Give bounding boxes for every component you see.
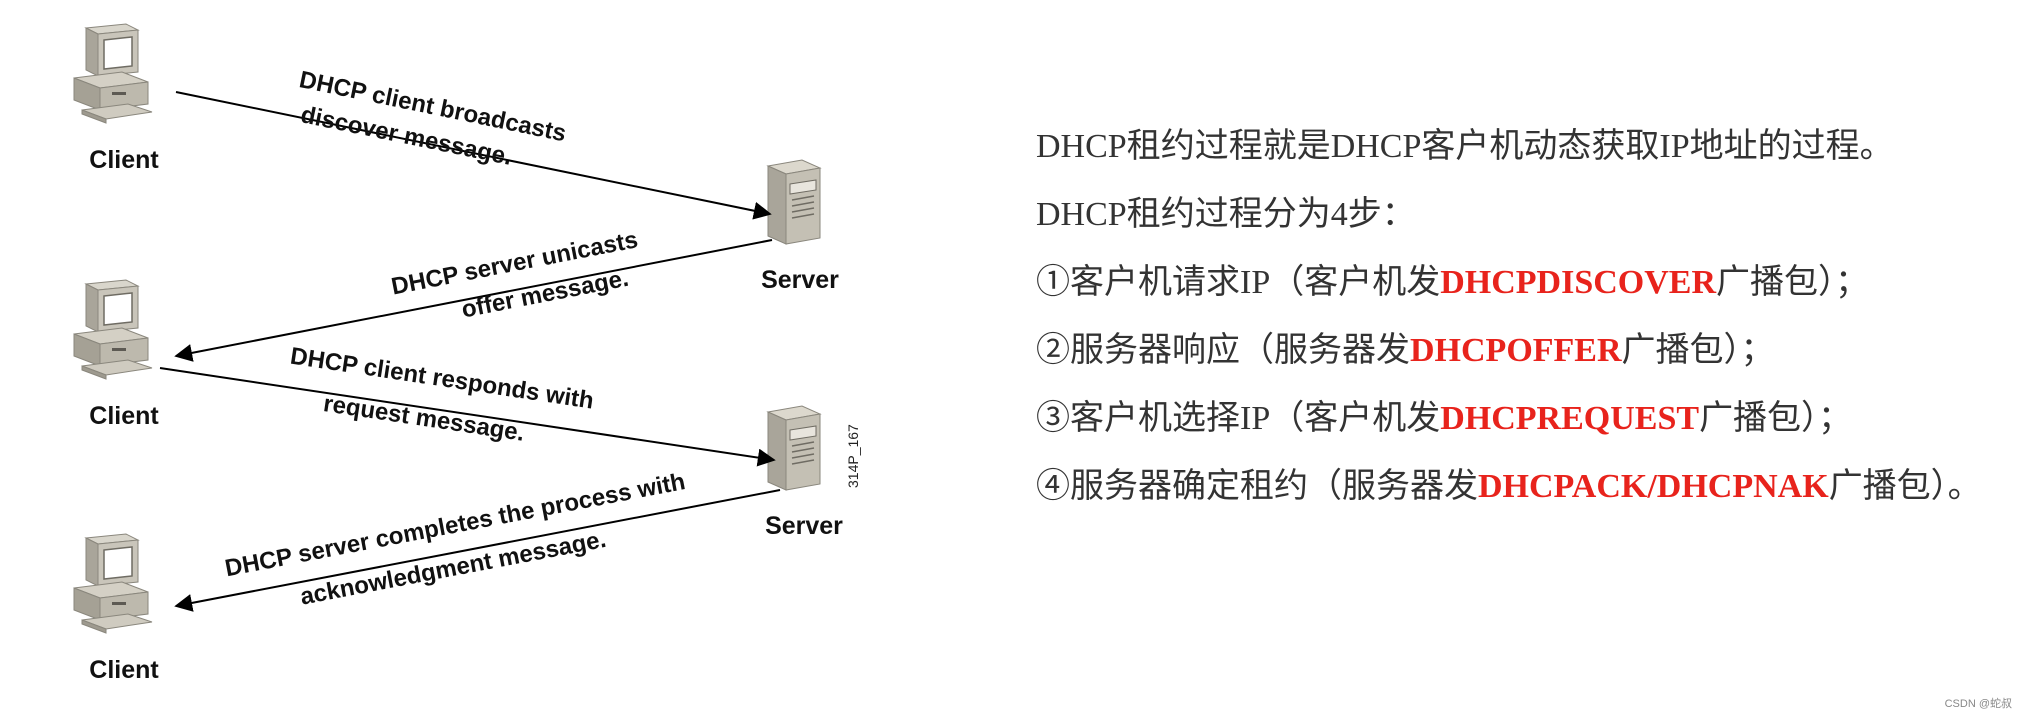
computer-icon [73, 279, 153, 380]
dhcp-lease-diagram: Client Server Client Server Client 314P_… [73, 23, 861, 684]
step-text-end: 广播包）； [1621, 332, 1775, 369]
server-label: Server [761, 266, 839, 294]
step-number: ① [1036, 264, 1070, 301]
step-keyword: DHCPACK/DHCPNAK [1478, 468, 1829, 505]
server-node-1: Server [761, 159, 839, 294]
watermark: CSDN @蛇叔 [1944, 698, 2012, 710]
step-text-end: 广播包）。 [1828, 468, 1982, 505]
step-4: ④服务器确定租约（服务器发DHCPACK/DHCPNAK广播包）。 [1036, 470, 2016, 504]
arrow-client-to-server [175, 91, 772, 220]
client-node-2: Client [73, 279, 159, 430]
figure-id-label: 314P_167 [845, 424, 861, 488]
arrow-client-to-server [159, 367, 776, 467]
step-keyword: DHCPDISCOVER [1440, 264, 1717, 301]
step-text: 服务器确定租约（服务器发 [1070, 468, 1478, 505]
client-label: Client [89, 146, 159, 174]
step-text: 客户机请求IP（客户机发 [1070, 264, 1441, 301]
computer-icon [73, 533, 153, 634]
arrow-server-to-client [174, 239, 773, 362]
client-node-1: Client [73, 23, 159, 174]
step-text: 服务器响应（服务器发 [1070, 332, 1410, 369]
server-node-2: Server [765, 405, 843, 540]
server-icon [767, 405, 821, 491]
intro-text: DHCP租约过程就是DHCP客户机动态获取IP地址的过程。 [1036, 128, 1894, 165]
step-text-end: 广播包）； [1699, 400, 1853, 437]
computer-icon [73, 23, 153, 124]
message-acknowledgment: DHCP server completes the process with a… [174, 468, 781, 612]
step-2: ②服务器响应（服务器发DHCPOFFER广播包）； [1036, 334, 2016, 368]
message-discover: DHCP client broadcasts discover message. [175, 66, 772, 220]
client-label: Client [89, 656, 159, 684]
step-3: ③客户机选择IP（客户机发DHCPREQUEST广播包）； [1036, 402, 2016, 436]
step-number: ④ [1036, 468, 1070, 505]
message-request: DHCP client responds with request messag… [159, 343, 776, 467]
arrow-server-to-client [174, 489, 781, 612]
step-keyword: DHCPREQUEST [1440, 400, 1700, 437]
step-text-end: 广播包）； [1716, 264, 1870, 301]
steps-heading: DHCP租约过程分为4步： [1036, 196, 1416, 233]
message-offer: DHCP server unicasts offer message. [174, 226, 773, 362]
step-1: ①客户机请求IP（客户机发DHCPDISCOVER广播包）； [1036, 266, 2016, 300]
step-keyword: DHCPOFFER [1410, 332, 1622, 369]
server-icon [767, 159, 821, 245]
server-label: Server [765, 512, 843, 540]
explanation-panel: DHCP租约过程就是DHCP客户机动态获取IP地址的过程。 DHCP租约过程分为… [1036, 130, 2016, 538]
step-text: 客户机选择IP（客户机发 [1070, 400, 1441, 437]
client-label: Client [89, 402, 159, 430]
step-number: ③ [1036, 400, 1070, 437]
client-node-3: Client [73, 533, 159, 684]
step-number: ② [1036, 332, 1070, 369]
